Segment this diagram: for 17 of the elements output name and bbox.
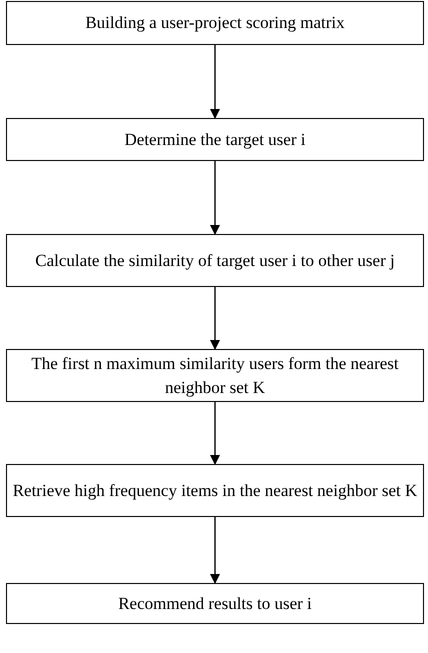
step-text: Determine the target user i <box>124 128 306 151</box>
step-text: Calculate the similarity of target user i to other user j <box>35 250 395 272</box>
arrow <box>210 402 220 465</box>
arrow <box>210 517 220 584</box>
step-text: Recommend results to user i <box>118 592 312 614</box>
step-text: The first n maximum similarity users form the nearest neighbor set K <box>30 352 400 399</box>
step-text: Building a user-project scoring matrix <box>85 12 345 34</box>
process-box <box>6 583 424 624</box>
process-box <box>6 234 424 287</box>
process-box <box>6 464 424 517</box>
step-text: Retrieve high frequency items in the nearest neighbor set K <box>12 480 418 502</box>
arrow <box>210 287 220 350</box>
process-box <box>6 1 424 45</box>
arrow <box>210 161 220 235</box>
process-box <box>6 118 424 161</box>
arrow <box>210 45 220 119</box>
process-box <box>6 349 424 402</box>
